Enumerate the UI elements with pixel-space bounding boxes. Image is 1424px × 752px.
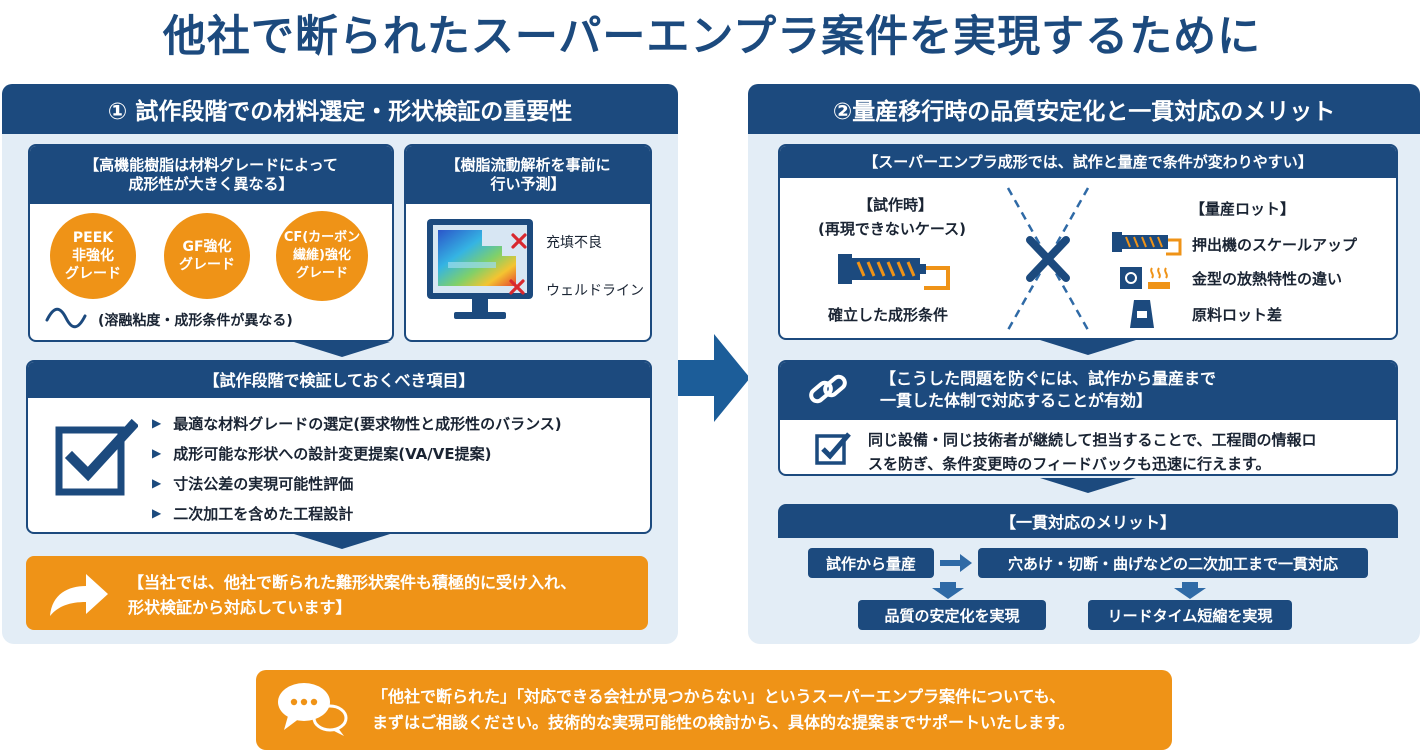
- footer-banner: [256, 670, 1172, 750]
- verify-item-text: 寸法公差の実現可能性評価: [173, 474, 354, 493]
- verify-heading: 【試作段階で検証しておくべき項目】: [28, 362, 650, 398]
- chat-bubbles-icon: [278, 683, 348, 736]
- defect-mark-icon: [509, 279, 525, 295]
- company-callout-text: 【当社では、他社で断られた難形状案件も積極的に受け入れ、 形状検証から対応してい…: [128, 570, 576, 620]
- checkbox-icon: [815, 432, 851, 465]
- chain-link-icon: [809, 374, 847, 404]
- merit-box-prototype-to-mass: 試作から量産: [808, 548, 934, 578]
- mass-item: 原料ロット差: [1192, 306, 1283, 324]
- bullet-icon: ▶: [152, 446, 162, 460]
- prevent-body-line2: スを防ぎ、条件変更時のフィードバックも迅速に行えます。: [868, 455, 1271, 473]
- compare-heading: 【スーパーエンプラ成形では、試作と量産で条件が変わりやすい】: [780, 146, 1396, 178]
- prevent-body: 同じ設備・同じ技術者が継続して担当することで、工程間の情報ロ スを防ぎ、条件変更…: [868, 428, 1317, 476]
- verify-item-text: 二次加工を含めた工程設計: [173, 504, 354, 523]
- grade-circle-line: グレード: [65, 266, 121, 282]
- defect-label: ウェルドライン: [546, 283, 644, 299]
- grade-card-heading-line2: 成形性が大きく異なる】: [128, 175, 294, 193]
- grade-circle-line: グレード: [179, 257, 235, 273]
- prevent-heading-line2: 一貫した体制で対応することが有効】: [880, 391, 1153, 410]
- verify-list: ▶ 最適な材料グレードの選定(要求物性と成形性のバランス) ▶ 成形可能な形状への設…: [152, 408, 562, 528]
- defect-mark-icon: [511, 233, 527, 249]
- right-panel-header: ②量産移行時の品質安定化と一貫対応のメリット: [748, 84, 1420, 134]
- grade-card-heading-line1: 【高機能樹脂は材料グレードによって: [84, 156, 338, 174]
- proto-subtitle: (再現できないケース): [818, 220, 966, 238]
- down-arrow: [294, 534, 390, 549]
- callout-line2: 形状検証から対応しています】: [128, 598, 352, 617]
- flow-card-heading-line1: 【樹脂流動解析を事前に: [445, 156, 611, 174]
- proto-title: 【試作時】: [858, 196, 934, 214]
- mismatch-x-icon: [1006, 187, 1090, 331]
- material-bag-icon: [1130, 300, 1154, 328]
- grade-circle-gf: GF強化 グレード: [164, 213, 250, 299]
- merit-result-leadtime: リードタイム短縮を実現: [1088, 600, 1292, 630]
- verify-item: ▶ 寸法公差の実現可能性評価: [152, 468, 562, 498]
- grade-card-heading: 【高機能樹脂は材料グレードによって 成形性が大きく異なる】: [30, 146, 392, 204]
- extruder-icon: [838, 254, 950, 290]
- grade-circle-line: 非強化: [72, 248, 114, 264]
- wave-icon: [45, 307, 87, 329]
- grade-circle-line: GF強化: [182, 239, 232, 255]
- flow-card-heading-line2: 行い予測】: [490, 175, 566, 193]
- grade-circle-line: PEEK: [72, 230, 114, 246]
- prevent-body-line1: 同じ設備・同じ技術者が継続して担当することで、工程間の情報ロ: [868, 431, 1317, 449]
- down-arrow: [1040, 478, 1136, 493]
- grade-circle-cf: CF(カーボン 繊維)強化 グレード: [276, 211, 368, 301]
- grade-circle-line: 繊維)強化: [293, 248, 351, 263]
- down-arrow-icon: [932, 582, 964, 599]
- prevent-heading: [780, 362, 1396, 420]
- compare-card: 【スーパーエンプラ成形では、試作と量産で条件が変わりやすい】: [778, 144, 1398, 340]
- mold-heat-icon: [1120, 267, 1170, 289]
- prevent-heading-text: 【こうした問題を防ぐには、試作から量産まで 一貫した体制で対応することが有効】: [880, 368, 1216, 412]
- verify-items-card: 【試作段階で検証しておくべき項目】: [26, 360, 652, 534]
- prevent-heading-line1: 【こうした問題を防ぐには、試作から量産まで: [880, 369, 1217, 388]
- share-arrow-icon: [50, 574, 108, 616]
- mass-item: 押出機のスケールアップ: [1192, 236, 1358, 254]
- company-callout: [26, 556, 648, 630]
- checkbox-icon: [55, 418, 138, 496]
- grade-circle-peek: PEEK 非強化 グレード: [50, 213, 136, 299]
- extruder-small-icon: [1112, 232, 1182, 256]
- down-arrow: [294, 342, 390, 357]
- mass-item: 金型の放熱特性の違い: [1192, 270, 1343, 288]
- merit-box-secondary: 穴あけ・切断・曲げなどの二次加工まで一貫対応: [978, 548, 1368, 578]
- bullet-icon: ▶: [152, 506, 162, 520]
- right-arrow-icon: [940, 554, 972, 572]
- verify-item: ▶ 最適な材料グレードの選定(要求物性と成形性のバランス): [152, 408, 562, 438]
- page-title: 他社で断られたスーパーエンプラ案件を実現するために: [162, 12, 1262, 62]
- footer-line2: まずはご相談ください。技術的な実現可能性の検討から、具体的な提案までサポートいた…: [372, 713, 1075, 732]
- merit-header: 【一貫対応のメリット】: [778, 504, 1398, 538]
- footer-text: 「他社で断られた」「対応できる会社が見つからない」というスーパーエンプラ案件につ…: [372, 684, 1074, 736]
- grade-note: (溶融粘度・成形条件が異なる): [98, 313, 293, 329]
- verify-item: ▶ 成形可能な形状への設計変更提案(VA/VE提案): [152, 438, 562, 468]
- bullet-icon: ▶: [152, 476, 162, 490]
- prevent-card: [778, 360, 1398, 476]
- grade-circle-line: CF(カーボン: [283, 230, 361, 245]
- proto-caption: 確立した成形条件: [828, 306, 949, 324]
- footer-line1: 「他社で断られた」「対応できる会社が見つからない」というスーパーエンプラ案件につ…: [372, 687, 1066, 706]
- flow-card-heading: 【樹脂流動解析を事前に 行い予測】: [406, 146, 650, 204]
- mass-title: 【量産ロット】: [1190, 200, 1296, 218]
- right-arrow-icon: [678, 334, 750, 422]
- merit-result-quality: 品質の安定化を実現: [858, 600, 1046, 630]
- down-arrow: [1040, 340, 1136, 355]
- verify-item-text: 成形可能な形状への設計変更提案(VA/VE提案): [173, 444, 492, 463]
- grade-circle-line: グレード: [295, 266, 348, 281]
- callout-line1: 【当社では、他社で断られた難形状案件も積極的に受け入れ、: [128, 573, 577, 592]
- left-panel-header: ① 試作段階での材料選定・形状検証の重要性: [2, 84, 678, 134]
- defect-label: 充填不良: [546, 235, 602, 251]
- down-arrow-icon: [1174, 582, 1206, 599]
- bullet-icon: ▶: [152, 416, 162, 430]
- verify-item: ▶ 二次加工を含めた工程設計: [152, 498, 562, 528]
- verify-item-text: 最適な材料グレードの選定(要求物性と成形性のバランス): [173, 414, 562, 433]
